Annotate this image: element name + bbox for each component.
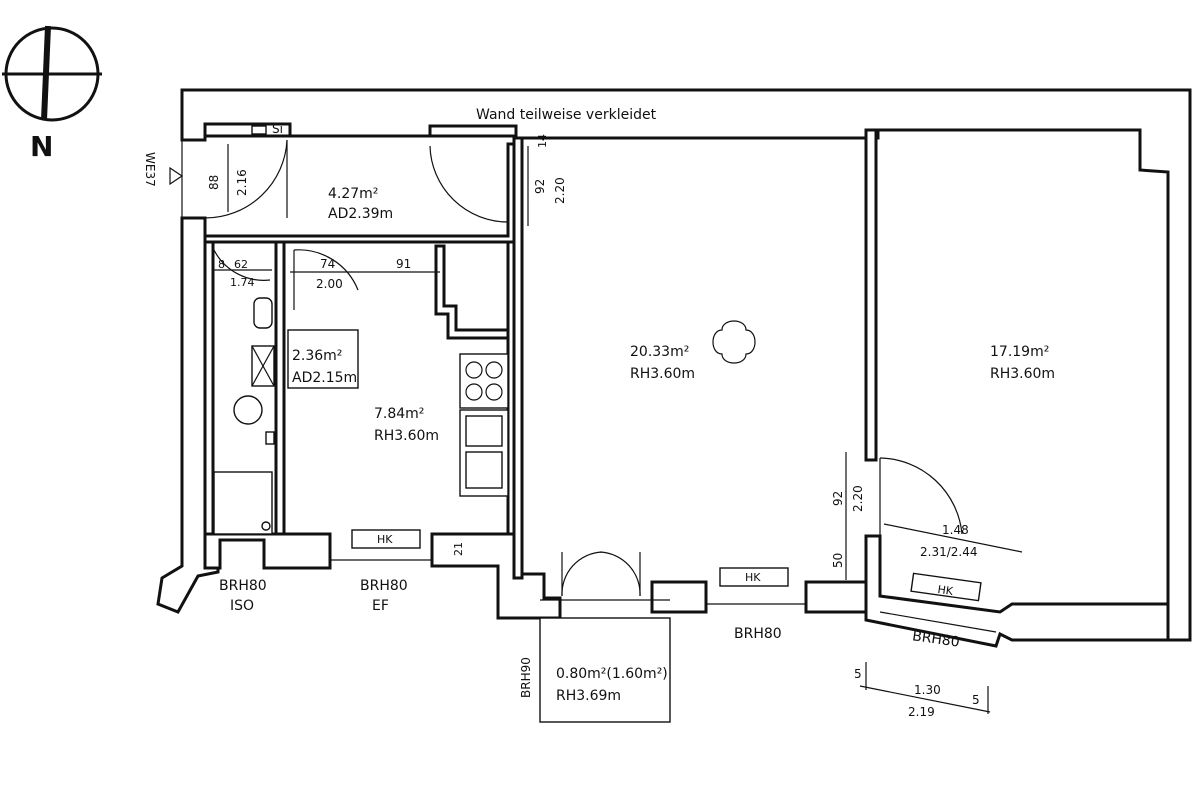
bath-left-wall	[203, 240, 215, 544]
bedroom-door-dim-b: 2.20	[851, 485, 865, 512]
bath-door-dim-b: 62	[234, 258, 248, 271]
bath-door-dim-a: 8	[218, 258, 225, 271]
kitchen-area: 7.84m²	[374, 406, 424, 422]
bedroom-window-sill	[879, 611, 997, 633]
bath-toilet-icon	[233, 395, 263, 425]
bedroom-heater	[910, 572, 982, 602]
bath-window-line2: ISO	[230, 598, 254, 614]
living-right-wall	[864, 128, 878, 462]
living-height: RH3.60m	[630, 366, 695, 382]
living-window-line1: BRH80	[734, 626, 782, 642]
bottom-dim-a: 5	[854, 667, 862, 681]
bedroom-door-arc	[879, 457, 963, 535]
bedroom-heater-label: HK	[937, 583, 955, 598]
bottom-dim-b: 1.30	[914, 683, 941, 697]
kitchen-window-line2: EF	[372, 598, 389, 614]
bedroom-diag-dim-b: 2.31/2.44	[920, 545, 977, 559]
living-door-dim-c: 14	[536, 134, 549, 148]
entrance: WE37	[143, 140, 184, 218]
hall-door-dim-a: 88	[207, 175, 221, 190]
kitchen-heater	[351, 529, 421, 549]
sink-drainer-icon	[465, 415, 503, 447]
bedroom-side-dim: 50	[831, 553, 845, 568]
bath-height: AD2.15m	[292, 370, 357, 386]
bedroom-window-line1: BRH80	[911, 628, 960, 650]
balcony-height: RH3.69m	[556, 688, 621, 704]
balcony-door-left	[561, 551, 603, 597]
kitchen: 74 2.00 91 7.84m² RH3.60m HK 21	[290, 249, 509, 561]
living-door-arc	[429, 145, 509, 223]
bath-tap-icon	[265, 431, 275, 445]
hall-door-dim-b: 2.16	[235, 169, 249, 196]
bedroom: 17.19m² RH3.60m 92 2.20 50 1.48 2.31/2.4…	[831, 344, 1055, 633]
living-heater	[719, 567, 789, 587]
kitchen-window-line1: BRH80	[360, 578, 408, 594]
bottom-dims: 5 1.30 2.19 5	[854, 662, 991, 719]
bath-right-wall	[274, 240, 286, 544]
bath-sink-icon	[253, 297, 273, 329]
kitchen-notch	[434, 244, 510, 340]
room-walls	[203, 128, 1170, 648]
bath-drain-icon	[261, 521, 271, 531]
living-heater-label: HK	[745, 571, 761, 584]
wall-note: Wand teilweise verkleidet	[476, 107, 657, 123]
bottom-dim-line	[859, 685, 991, 713]
switch-icon	[251, 125, 267, 135]
bedroom-area: 17.19m²	[990, 344, 1049, 360]
table-icon	[712, 320, 756, 364]
balcony-door-right	[599, 551, 641, 597]
bottom-wall-left	[203, 532, 332, 570]
balcony-outline	[539, 617, 671, 723]
switch-label: Si	[272, 122, 283, 136]
burner-3	[465, 383, 483, 401]
hall-door-arc	[204, 139, 288, 219]
bath-door-dim-c: 1.74	[230, 276, 255, 289]
bedroom-height: RH3.60m	[990, 366, 1055, 382]
kitchen-width-dim: 91	[396, 257, 411, 271]
bath: 8 62 1.74 2.36m² AD2.15m	[213, 249, 359, 535]
bottom-dim-c: 2.19	[908, 705, 935, 719]
balcony: 0.80m²(1.60m²) RH3.69m BRH90	[519, 599, 671, 723]
hall-area: 4.27m²	[328, 186, 378, 202]
stove-icon	[459, 353, 509, 409]
burner-1	[465, 361, 483, 379]
north-label: N	[30, 130, 53, 163]
living-area: 20.33m²	[630, 344, 689, 360]
bottom-dim-d: 5	[972, 693, 980, 707]
balcony-area: 0.80m²(1.60m²)	[556, 666, 668, 682]
entrance-arrow-icon	[169, 166, 184, 186]
bath-vent-x2	[251, 345, 275, 387]
living-door-dim-a: 92	[533, 179, 547, 194]
bath-area-box	[287, 329, 359, 389]
living-door-dims: 14 92 2.20	[527, 134, 567, 226]
compass: N	[2, 25, 102, 163]
kitchen-door-arc	[293, 249, 359, 291]
living-room: 20.33m² RH3.60m HK	[561, 320, 806, 605]
hall-height: AD2.39m	[328, 206, 393, 222]
burner-4	[485, 383, 503, 401]
kitchen-door-dim-b: 2.00	[316, 277, 343, 291]
kitchen-heater-label: HK	[377, 533, 393, 546]
bed-bottom-wall	[864, 534, 1170, 648]
living-door-dim-b: 2.20	[553, 177, 567, 204]
entrance-label: WE37	[143, 152, 157, 187]
hall: 88 2.16 4.27m² AD2.39m	[204, 139, 509, 223]
balcony-window-label: BRH90	[519, 657, 533, 698]
bedroom-diag-dim-a: 1.48	[942, 523, 969, 537]
kitchen-window-dim: 21	[452, 542, 465, 556]
bath-door-arc	[213, 249, 271, 281]
bath-area: 2.36m²	[292, 348, 342, 364]
bath-window-line1: BRH80	[219, 578, 267, 594]
window-labels: BRH80 ISO BRH80 EF BRH80 BRH80	[219, 578, 961, 651]
kitchen-height: RH3.60m	[374, 428, 439, 444]
living-left-wall	[512, 136, 524, 580]
kitchen-door-dim-a: 74	[320, 257, 335, 271]
sink-basin-icon	[465, 451, 503, 489]
burner-2	[485, 361, 503, 379]
compass-needle	[41, 25, 51, 121]
bedroom-diag-dim-line	[883, 523, 1023, 553]
bedroom-door-dim-a: 92	[831, 491, 845, 506]
